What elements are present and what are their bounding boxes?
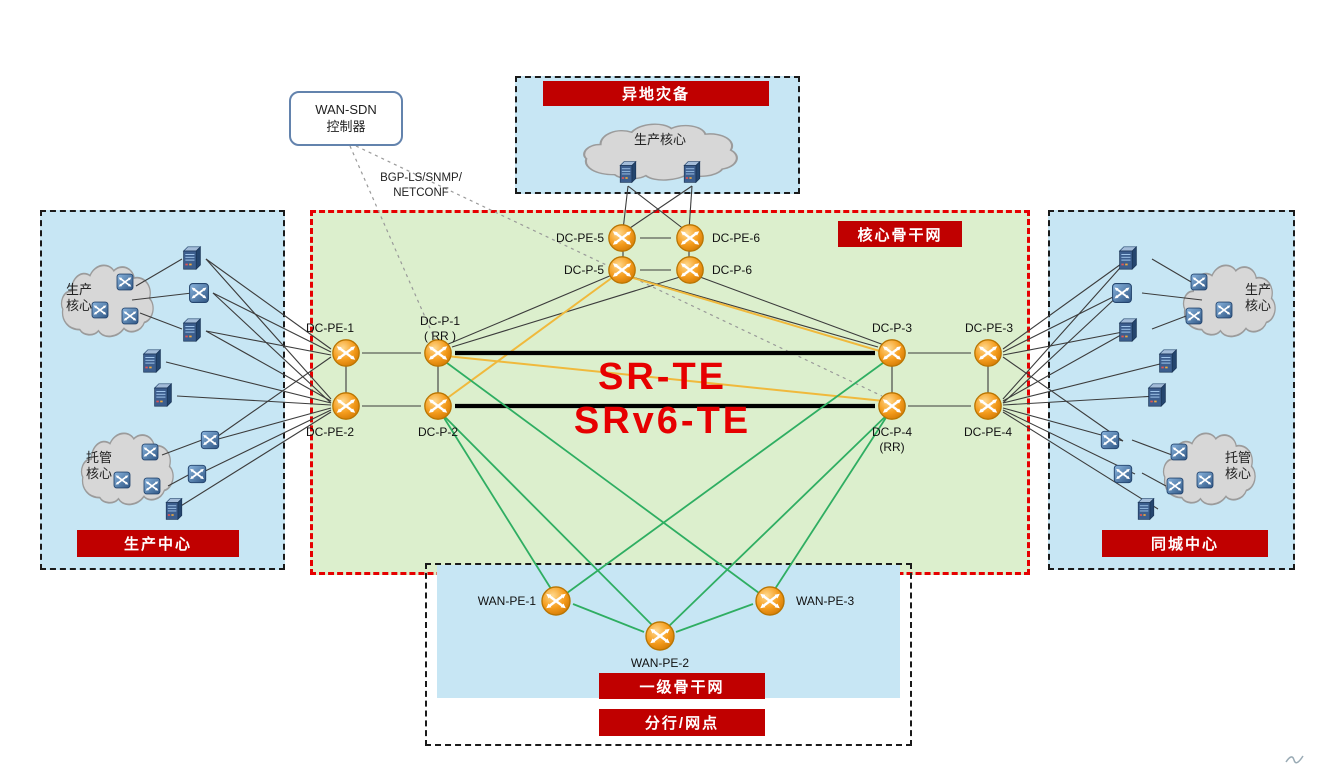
chassis-switch-icon-right-1 [1114, 244, 1142, 272]
l3-switch-icon-left-cloud2-c [141, 475, 163, 497]
te-text-line1: SR-TE [598, 356, 727, 398]
label-disaster-recovery: 异地灾备 [543, 81, 769, 106]
chassis-switch-icon-left-4 [138, 347, 166, 375]
switch-icon-dr-1 [615, 159, 641, 185]
router-icon-dc-p-4 [876, 390, 908, 422]
protocol-label: BGP-LS/SNMP/ NETCONF [372, 171, 470, 201]
label-wan-backbone: 一级骨干网 [599, 673, 765, 699]
label-wan-pe-3: WAN-PE-3 [796, 594, 855, 608]
te-text-line2: SRv6-TE [573, 400, 752, 442]
label-wan-pe-2: WAN-PE-2 [630, 656, 690, 670]
l3-switch-icon-right-6 [1098, 428, 1122, 452]
chassis-switch-icon-right-5 [1143, 381, 1171, 409]
region-metro-center [1048, 210, 1295, 570]
label-dc-pe-6: DC-PE-6 [712, 231, 761, 245]
label-dc-p-3: DC-P-3 [871, 321, 912, 335]
router-icon-dc-pe-5 [606, 222, 638, 254]
label-production-center: 生产中心 [77, 530, 239, 557]
cloud-label-hosted-core-right: 托管核心 [1224, 450, 1251, 482]
l3-switch-icon-right-2 [1109, 280, 1135, 306]
router-icon-dc-pe-4 [972, 390, 1004, 422]
l3-switch-icon-left-7 [185, 462, 209, 486]
router-icon-wan-pe-3 [753, 584, 787, 618]
l3-switch-icon-right-cloud2-c [1164, 475, 1186, 497]
router-icon-dc-p-6 [674, 254, 706, 286]
label-wan-pe-1: WAN-PE-1 [477, 594, 536, 608]
chassis-switch-icon-right-8 [1133, 496, 1159, 522]
l3-switch-icon-right-cloud2-a [1168, 441, 1190, 463]
label-metro-center: 同城中心 [1102, 530, 1268, 557]
label-dc-pe-2: DC-PE-2 [306, 425, 355, 439]
controller-title-line2: 控制器 [326, 118, 366, 134]
label-dc-p-1-rr: ( RR ) [424, 329, 456, 343]
controller-title-line1: WAN-SDN [315, 101, 377, 117]
label-dc-pe-4: DC-PE-4 [963, 425, 1012, 439]
switch-icon-dr-2 [679, 159, 705, 185]
label-dc-pe-5: DC-PE-5 [555, 231, 604, 245]
router-icon-dc-pe-3 [972, 337, 1004, 369]
l3-switch-icon-right-7 [1111, 462, 1135, 486]
cloud-label-prod-core-left: 生产核心 [65, 282, 92, 314]
router-icon-dc-p-2 [422, 390, 454, 422]
l3-switch-icon-left-2 [186, 280, 212, 306]
stray-mark [1285, 755, 1304, 764]
cloud-label-prod-core-right: 生产核心 [1244, 282, 1271, 314]
label-dc-p-1: DC-P-1 [419, 314, 460, 328]
l3-switch-icon-right-cloud1-b [1213, 299, 1235, 321]
router-icon-dc-p-3 [876, 337, 908, 369]
chassis-switch-icon-left-5 [149, 381, 177, 409]
l3-switch-icon-right-cloud1-c [1183, 305, 1205, 327]
protocol-line1: BGP-LS/SNMP/ [380, 172, 462, 184]
label-dc-p-4-rr: (RR) [879, 440, 905, 454]
protocol-line2: NETCONF [393, 186, 449, 199]
label-core-backbone: 核心骨干网 [838, 221, 962, 247]
chassis-switch-icon-right-4 [1154, 347, 1182, 375]
router-icon-wan-pe-1 [539, 584, 573, 618]
router-icon-dc-pe-2 [330, 390, 362, 422]
chassis-switch-icon-left-1 [178, 244, 206, 272]
label-dc-p-2: DC-P-2 [417, 425, 458, 439]
wan-sdn-controller-box: WAN-SDN 控制器 [289, 91, 403, 146]
cloud-label-dr-core: 生产核心 [633, 132, 686, 147]
l3-switch-icon-right-cloud2-b [1194, 469, 1216, 491]
router-icon-wan-pe-2 [643, 619, 677, 653]
label-dc-p-6: DC-P-6 [712, 263, 753, 277]
l3-switch-icon-left-cloud2-b [111, 469, 133, 491]
l3-switch-icon-right-cloud1-a [1188, 271, 1210, 293]
router-icon-dc-pe-1 [330, 337, 362, 369]
chassis-switch-icon-left-3 [178, 316, 206, 344]
chassis-switch-icon-left-8 [161, 496, 187, 522]
l3-switch-icon-left-6 [198, 428, 222, 452]
cloud-label-hosted-core-left: 托管核心 [85, 450, 112, 482]
label-dc-pe-3: DC-PE-3 [964, 321, 1013, 335]
router-icon-dc-pe-6 [674, 222, 706, 254]
l3-switch-icon-left-cloud1-a [114, 271, 136, 293]
label-dc-p-5: DC-P-5 [563, 263, 604, 277]
l3-switch-icon-left-cloud2-a [139, 441, 161, 463]
l3-switch-icon-left-cloud1-c [119, 305, 141, 327]
label-branch: 分行/网点 [599, 709, 765, 736]
router-icon-dc-p-5 [606, 254, 638, 286]
chassis-switch-icon-right-3 [1114, 316, 1142, 344]
label-dc-pe-1: DC-PE-1 [306, 321, 355, 335]
label-dc-p-4: DC-P-4 [871, 425, 912, 439]
